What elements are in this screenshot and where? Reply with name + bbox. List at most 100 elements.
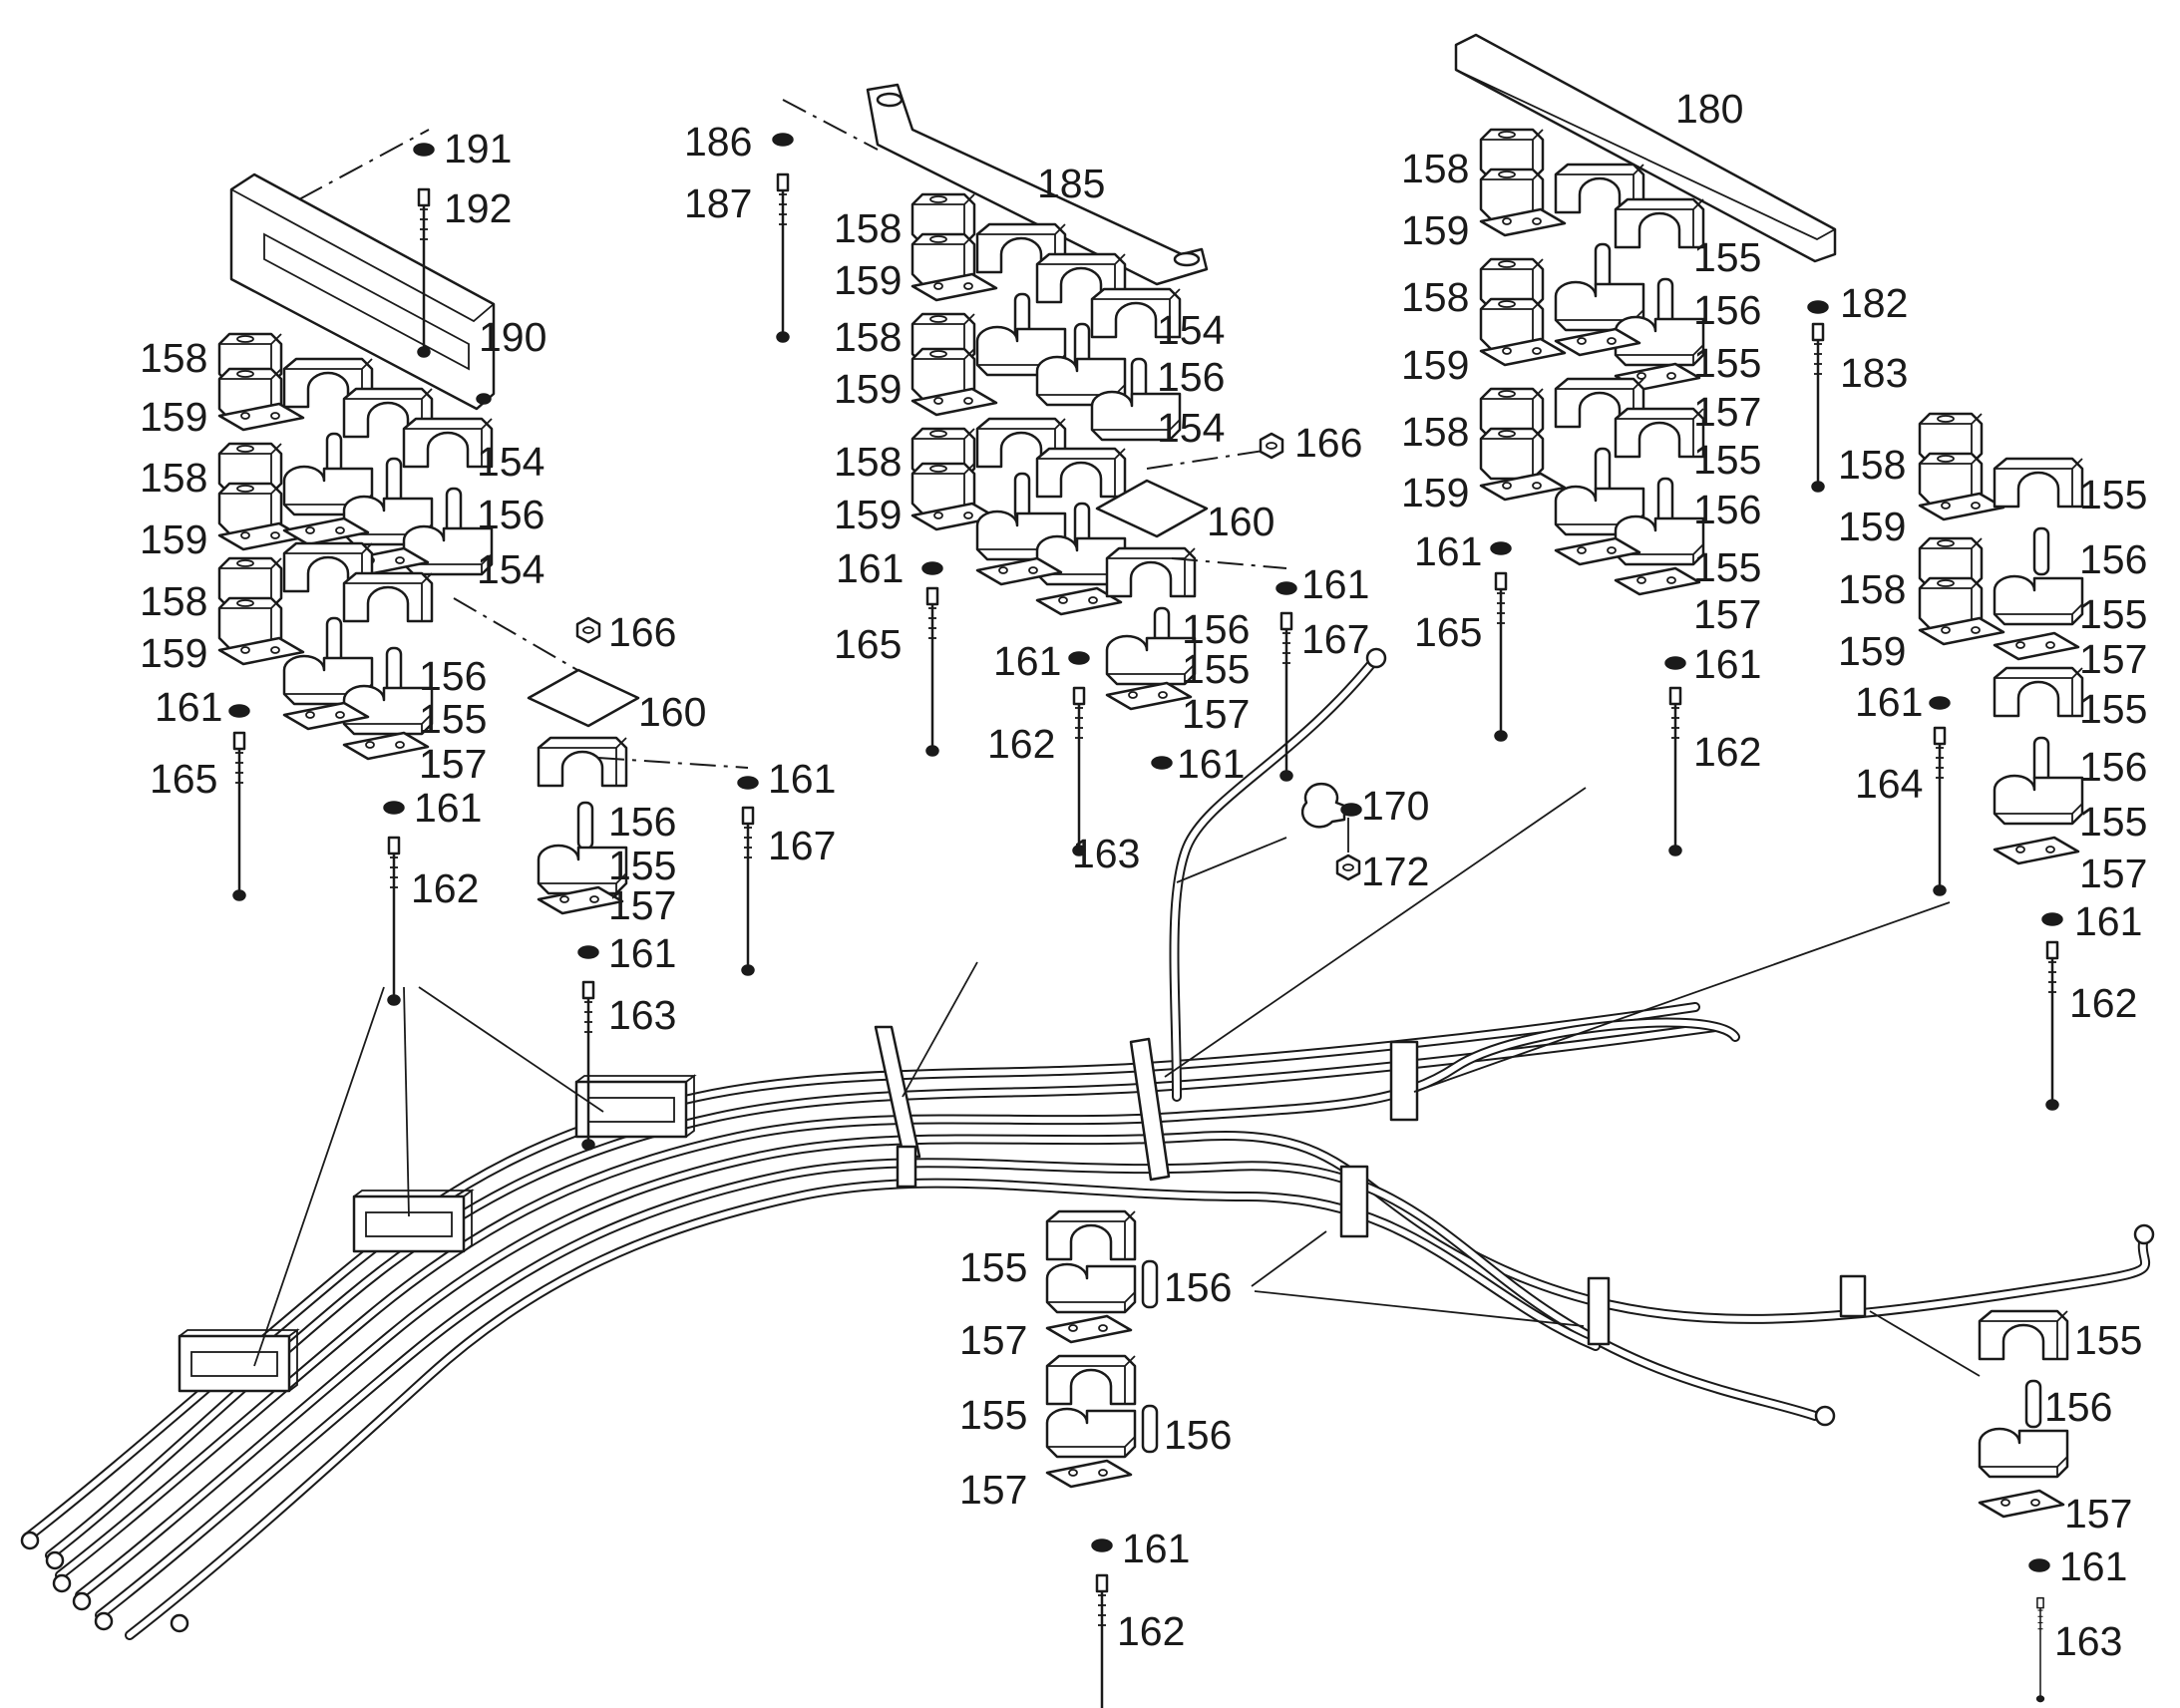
- label-158: 158: [834, 314, 902, 360]
- label-158: 158: [1401, 409, 1469, 455]
- label-159: 159: [834, 492, 902, 537]
- label-186: 186: [684, 119, 752, 165]
- bundle-bracket-1: [178, 1328, 299, 1393]
- bundle-clamp-3: [1587, 1276, 1611, 1346]
- label-162: 162: [1693, 729, 1761, 775]
- label-190: 190: [479, 314, 546, 360]
- label-187: 187: [684, 180, 752, 226]
- label-155: 155: [959, 1392, 1027, 1438]
- label-156: 156: [1182, 606, 1250, 652]
- bundle-strap-2: [1129, 1037, 1171, 1182]
- label-158: 158: [1401, 274, 1469, 320]
- label-161: 161: [414, 785, 482, 831]
- label-158: 158: [834, 205, 902, 251]
- label-192: 192: [444, 185, 512, 231]
- label-183: 183: [1840, 350, 1908, 396]
- part-labels: 191 192 190 158 159 158 159 158 159 154 …: [140, 86, 2147, 1664]
- label-172: 172: [1361, 849, 1429, 894]
- label-156: 156: [2079, 536, 2147, 582]
- label-155: 155: [1693, 544, 1761, 590]
- label-160: 160: [638, 689, 706, 735]
- label-158: 158: [140, 455, 207, 501]
- label-165: 165: [150, 756, 217, 802]
- label-161: 161: [1177, 741, 1245, 787]
- label-159: 159: [140, 394, 207, 440]
- label-166: 166: [1294, 420, 1362, 466]
- label-163: 163: [1072, 831, 1140, 876]
- label-161: 161: [1414, 528, 1482, 574]
- label-167: 167: [1301, 616, 1369, 662]
- label-156: 156: [608, 799, 676, 845]
- label-156: 156: [419, 653, 487, 699]
- label-159: 159: [1838, 504, 1906, 549]
- label-158: 158: [140, 578, 207, 624]
- label-170: 170: [1361, 783, 1429, 829]
- group-185: [772, 83, 1362, 881]
- label-162: 162: [2069, 980, 2137, 1026]
- group-right-clamps: [1918, 412, 2084, 1112]
- label-166: 166: [608, 609, 676, 655]
- label-158: 158: [1401, 146, 1469, 191]
- label-161: 161: [2059, 1543, 2127, 1589]
- label-156: 156: [1157, 354, 1225, 400]
- bundle-clamp-4: [1839, 1274, 1867, 1318]
- label-165: 165: [834, 621, 902, 667]
- label-180: 180: [1675, 86, 1743, 132]
- label-157: 157: [2079, 636, 2147, 682]
- label-157: 157: [1693, 591, 1761, 637]
- group-190: [217, 129, 759, 1152]
- label-159: 159: [834, 366, 902, 412]
- label-155: 155: [2079, 591, 2147, 637]
- label-185: 185: [1037, 161, 1105, 206]
- label-155: 155: [1693, 340, 1761, 386]
- label-155: 155: [2074, 1317, 2142, 1363]
- label-156: 156: [1164, 1412, 1232, 1458]
- label-182: 182: [1840, 280, 1908, 326]
- label-157: 157: [419, 741, 487, 787]
- label-167: 167: [768, 823, 836, 868]
- label-163: 163: [608, 992, 676, 1038]
- label-164: 164: [1855, 761, 1923, 807]
- label-155: 155: [1693, 234, 1761, 280]
- label-156: 156: [477, 492, 545, 537]
- label-156: 156: [1164, 1264, 1232, 1310]
- bundle-clamp-1: [1389, 1040, 1419, 1122]
- label-158: 158: [140, 335, 207, 381]
- label-159: 159: [140, 630, 207, 676]
- label-161: 161: [155, 684, 222, 730]
- hose-bundle: [20, 647, 2155, 1640]
- label-157: 157: [1182, 691, 1250, 737]
- label-155: 155: [1182, 646, 1250, 692]
- bundle-clamp-2: [1339, 1165, 1369, 1238]
- label-159: 159: [1401, 207, 1469, 253]
- label-154: 154: [1157, 307, 1225, 353]
- label-161: 161: [1693, 641, 1761, 687]
- label-160: 160: [1207, 499, 1274, 544]
- label-155: 155: [608, 843, 676, 888]
- label-161: 161: [2074, 898, 2142, 944]
- label-162: 162: [411, 865, 479, 911]
- label-158: 158: [1838, 442, 1906, 488]
- bundle-bracket-2: [352, 1189, 474, 1253]
- label-159: 159: [1401, 342, 1469, 388]
- label-161: 161: [1855, 679, 1923, 725]
- label-157: 157: [959, 1467, 1027, 1513]
- group-180: [1454, 33, 1837, 857]
- label-154: 154: [477, 439, 545, 485]
- label-155: 155: [419, 696, 487, 742]
- label-159: 159: [140, 516, 207, 562]
- label-155: 155: [959, 1244, 1027, 1290]
- label-163: 163: [2054, 1618, 2122, 1664]
- label-162: 162: [987, 721, 1055, 767]
- label-161: 161: [993, 638, 1061, 684]
- label-157: 157: [608, 882, 676, 928]
- label-157: 157: [2064, 1491, 2132, 1537]
- label-156: 156: [1693, 487, 1761, 532]
- label-155: 155: [2079, 686, 2147, 732]
- label-156: 156: [2044, 1384, 2112, 1430]
- label-159: 159: [1838, 628, 1906, 674]
- label-161: 161: [608, 930, 676, 976]
- label-191: 191: [444, 126, 512, 171]
- leader-lines: [253, 787, 1981, 1377]
